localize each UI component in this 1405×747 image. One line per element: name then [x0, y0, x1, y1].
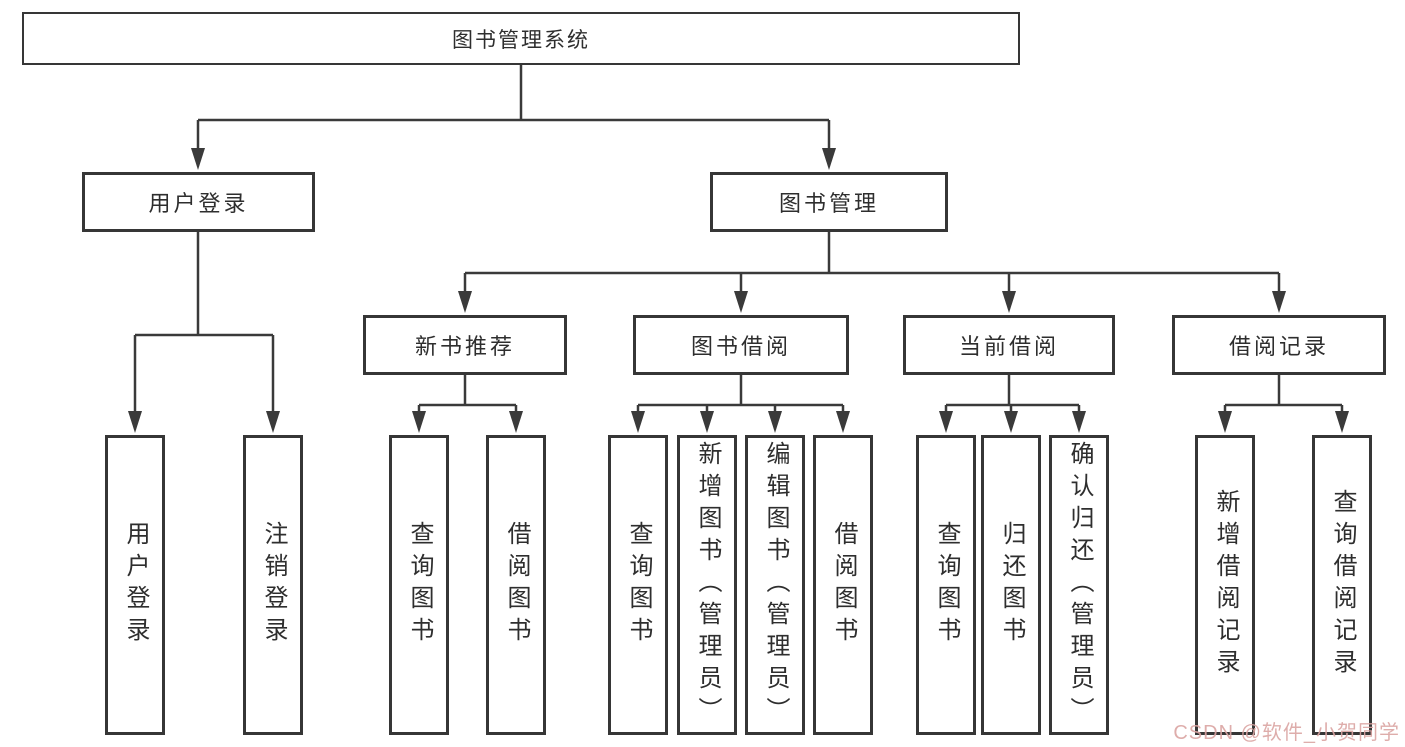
node-new-book-recommend: 新书推荐	[363, 315, 567, 375]
node-root-label: 图书管理系统	[452, 28, 590, 52]
leaf-query-book-current-label: 查询图书	[933, 521, 960, 649]
leaf-query-book-borrow: 查询图书	[608, 435, 668, 735]
arrow-down-icon	[836, 411, 850, 433]
leaf-user-login: 用户登录	[105, 435, 165, 735]
leaf-add-book-admin: 新增图书（管理员）	[677, 435, 737, 735]
node-book-borrow-label: 图书借阅	[690, 334, 791, 359]
arrow-down-icon	[1218, 411, 1232, 433]
leaf-add-borrow-record: 新增借阅记录	[1195, 435, 1255, 735]
leaf-query-book-current: 查询图书	[916, 435, 976, 735]
arrow-down-icon	[822, 148, 836, 170]
leaf-return-book: 归还图书	[981, 435, 1041, 735]
arrow-down-icon	[1272, 291, 1286, 313]
leaf-add-book-admin-label: 新增图书（管理员）	[694, 441, 721, 729]
node-root: 图书管理系统	[22, 12, 1020, 65]
leaf-query-borrow-record: 查询借阅记录	[1312, 435, 1372, 735]
leaf-query-book-recommend-label: 查询图书	[406, 521, 433, 649]
arrow-down-icon	[458, 291, 472, 313]
connector-current-borrow-to-leaves	[939, 375, 1086, 433]
arrow-down-icon	[412, 411, 426, 433]
arrow-down-icon	[266, 411, 280, 433]
leaf-logout: 注销登录	[243, 435, 303, 735]
arrow-down-icon	[1072, 411, 1086, 433]
arrow-down-icon	[631, 411, 645, 433]
node-current-borrow: 当前借阅	[903, 315, 1115, 375]
leaf-query-book-recommend: 查询图书	[389, 435, 449, 735]
leaf-return-book-label: 归还图书	[998, 521, 1025, 649]
csdn-watermark: CSDN @软件_小贺同学	[1173, 722, 1400, 744]
arrow-down-icon	[1002, 291, 1016, 313]
leaf-borrow-book-recommend-label: 借阅图书	[503, 521, 530, 649]
leaf-edit-book-admin-label: 编辑图书（管理员）	[762, 441, 789, 729]
node-user-login: 用户登录	[82, 172, 315, 232]
arrow-down-icon	[1335, 411, 1349, 433]
leaf-query-book-borrow-label: 查询图书	[625, 521, 652, 649]
connector-borrow-record-to-leaves	[1218, 375, 1349, 433]
connector-root-to-level2	[191, 65, 836, 170]
node-book-borrow: 图书借阅	[633, 315, 849, 375]
leaf-borrow-book-recommend: 借阅图书	[486, 435, 546, 735]
node-user-login-label: 用户登录	[148, 191, 249, 216]
connector-new-book-to-leaves	[412, 375, 523, 433]
arrow-down-icon	[128, 411, 142, 433]
leaf-borrow-book-label: 借阅图书	[830, 521, 857, 649]
connector-user-login-to-leaves	[128, 232, 280, 433]
node-book-management: 图书管理	[710, 172, 948, 232]
arrow-down-icon	[509, 411, 523, 433]
arrow-down-icon	[700, 411, 714, 433]
arrow-down-icon	[768, 411, 782, 433]
leaf-edit-book-admin: 编辑图书（管理员）	[745, 435, 805, 735]
node-borrow-record: 借阅记录	[1172, 315, 1386, 375]
node-new-book-recommend-label: 新书推荐	[414, 334, 515, 359]
node-borrow-record-label: 借阅记录	[1228, 334, 1329, 359]
leaf-query-borrow-record-label: 查询借阅记录	[1329, 489, 1356, 681]
arrow-down-icon	[191, 148, 205, 170]
leaf-logout-label: 注销登录	[260, 521, 287, 649]
arrow-down-icon	[734, 291, 748, 313]
arrow-down-icon	[939, 411, 953, 433]
connector-book-management-to-level3	[458, 232, 1286, 313]
leaf-confirm-return-admin-label: 确认归还（管理员）	[1066, 441, 1093, 729]
connector-book-borrow-to-leaves	[631, 375, 850, 433]
node-current-borrow-label: 当前借阅	[958, 334, 1059, 359]
leaf-add-borrow-record-label: 新增借阅记录	[1212, 489, 1239, 681]
leaf-borrow-book: 借阅图书	[813, 435, 873, 735]
leaf-confirm-return-admin: 确认归还（管理员）	[1049, 435, 1109, 735]
arrow-down-icon	[1004, 411, 1018, 433]
node-book-management-label: 图书管理	[778, 191, 879, 216]
leaf-user-login-label: 用户登录	[122, 521, 149, 649]
